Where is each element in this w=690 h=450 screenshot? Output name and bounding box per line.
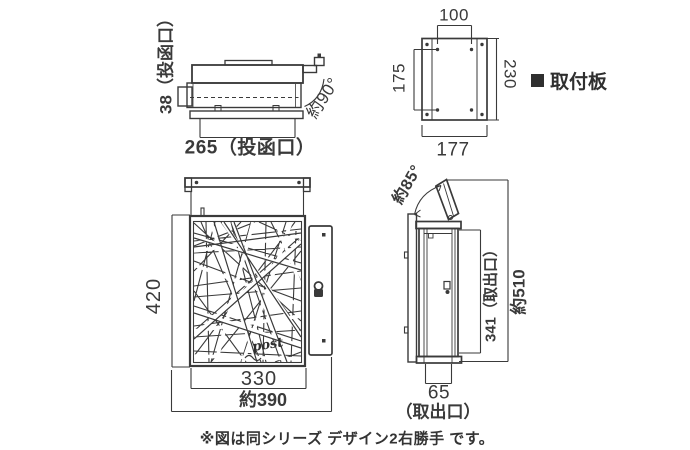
dim-341: [459, 229, 482, 354]
label-plate-177: 177: [436, 139, 470, 161]
side-open-lid: [434, 178, 460, 221]
label-plate-100: 100: [439, 5, 469, 25]
plate-name-text: 取付板: [550, 72, 608, 93]
top-view-drawing: [177, 53, 325, 139]
mount-plate-drawing: [413, 24, 499, 138]
side-mount-plate: [403, 213, 418, 363]
label-front-330: 330: [240, 368, 278, 390]
lid-angle-arc-side: [413, 184, 442, 215]
dim-230: [487, 37, 499, 121]
dim-330: [190, 368, 307, 390]
bar-screw-left: [194, 180, 199, 185]
dim-177: [421, 125, 488, 138]
label-side-65: 65: [427, 382, 451, 404]
bar-screw-right: [297, 180, 301, 185]
top-view-hinge: [302, 53, 325, 74]
plate-holes: [425, 42, 484, 117]
label-front-390: 約390: [238, 390, 288, 410]
dim-100: [436, 24, 473, 44]
label-front-420: 420: [143, 277, 165, 315]
front-door-edge: [308, 225, 333, 356]
front-body: [188, 214, 307, 368]
dim-390: [170, 357, 333, 413]
label-plate-175: 175: [389, 63, 409, 93]
front-view-drawing: post: [170, 177, 333, 413]
label-plate-230: 230: [500, 59, 520, 89]
plate-marker-square: [531, 74, 544, 87]
label-slot-height: 38（投函口）: [156, 10, 176, 114]
dim-65: [424, 364, 453, 385]
caption-note: ※図は同シリーズ デザイン2右勝手 です。: [199, 430, 495, 448]
front-decorative-pattern: post: [194, 222, 301, 362]
keyhole-icon: [313, 281, 324, 297]
label-side-depth-note: （取出口）: [395, 402, 481, 422]
side-body: [415, 220, 463, 364]
label-side-510: 約510: [509, 269, 529, 315]
front-knob: [200, 207, 205, 217]
post-logo: post: [251, 335, 284, 355]
dim-510: [447, 179, 509, 363]
plate-name: 取付板: [531, 67, 607, 94]
dim-420: [171, 214, 190, 368]
side-view-drawing: [403, 178, 509, 385]
front-top-bar: [184, 177, 311, 216]
side-latch: [443, 280, 451, 290]
arc-arrowheads: [414, 185, 442, 218]
dim-175: [413, 48, 436, 111]
label-slot-width: 265（投函口）: [184, 137, 316, 159]
label-side-341: 341（取出口）: [482, 241, 500, 343]
dim-265: [199, 119, 296, 139]
lid-angle-arc: [304, 78, 325, 108]
front-panel-frame: [192, 220, 303, 364]
